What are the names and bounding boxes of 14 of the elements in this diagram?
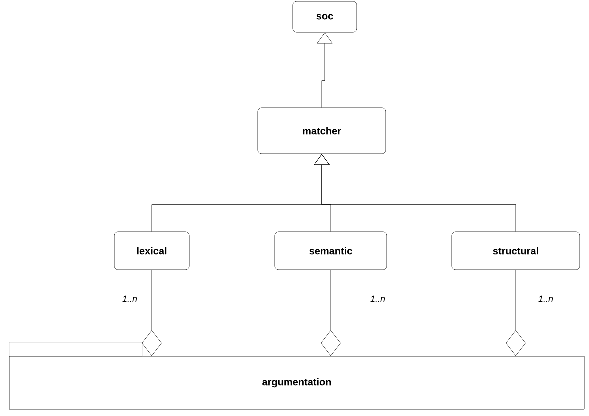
class-box: structural [452, 232, 580, 270]
connector [506, 270, 526, 356]
class-box: semantic [274, 232, 388, 270]
multiplicity-label: 1..n [122, 296, 138, 302]
connector [321, 270, 341, 356]
connector [317, 32, 333, 108]
multiplicity-label: 1..n [370, 296, 386, 302]
connector [314, 154, 516, 232]
connector [142, 270, 162, 356]
package-box: argumentation [9, 342, 585, 410]
class-box: soc [292, 1, 358, 33]
multiplicity-label: 1..n [538, 296, 554, 302]
class-box: lexical [114, 232, 190, 270]
class-box: matcher [258, 108, 386, 154]
